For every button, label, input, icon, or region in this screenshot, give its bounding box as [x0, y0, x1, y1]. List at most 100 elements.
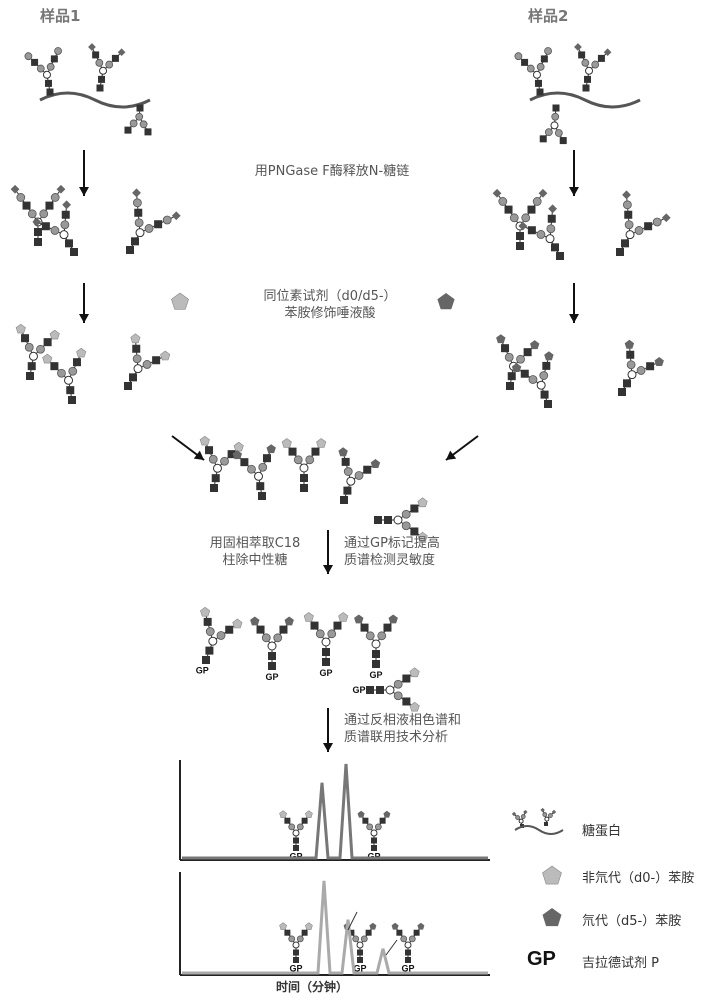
- d5-pentagon: [284, 616, 294, 626]
- hexnac-square: [72, 358, 81, 367]
- hexnac-square: [65, 239, 73, 248]
- hex-circle: [132, 198, 142, 208]
- hex-circle: [16, 193, 26, 202]
- arrow-head: [446, 450, 457, 460]
- hexnac-square: [227, 450, 236, 459]
- pointer-line: [347, 911, 358, 931]
- hex-circle: [526, 64, 535, 73]
- hex-circle: [516, 354, 525, 364]
- mannose-circle: [292, 829, 300, 837]
- hex-circle: [296, 823, 304, 831]
- glycan: [492, 188, 548, 250]
- hex-circle: [132, 354, 142, 364]
- d5-pentagon: [654, 357, 664, 366]
- arrow-head: [193, 450, 204, 460]
- hexnac-square: [262, 454, 271, 463]
- hexnac-square: [527, 205, 536, 214]
- glycan: [88, 43, 126, 92]
- protein-backbone: [39, 91, 151, 109]
- glycan: [511, 351, 554, 408]
- glycoprotein: [529, 91, 641, 109]
- mannose-circle: [627, 370, 637, 380]
- d5-pentagon: [391, 922, 399, 930]
- step-isotope-label-2: 苯胺修饰唾液酸: [284, 306, 376, 321]
- mannose-circle: [625, 230, 635, 240]
- hex-circle: [393, 691, 403, 701]
- hex-circle: [624, 220, 634, 230]
- mannose-circle: [393, 515, 403, 525]
- hex-circle: [134, 218, 144, 228]
- hexnac-square: [284, 817, 291, 824]
- glycan: [42, 347, 87, 404]
- d0-pentagon: [338, 612, 349, 622]
- hexnac-square: [154, 220, 163, 229]
- hexnac-square: [268, 662, 276, 670]
- legend-glycoprotein-icon: [514, 825, 564, 835]
- d0-pentagon: [409, 701, 420, 712]
- hex-circle: [105, 60, 114, 69]
- hexnac-square: [301, 929, 308, 936]
- neuac-diamond: [523, 809, 528, 815]
- gp-tag: GP: [289, 851, 302, 861]
- hex-circle: [377, 631, 387, 641]
- hex-circle: [50, 193, 60, 202]
- neuac-diamond: [540, 807, 545, 813]
- hexnac-square: [402, 697, 411, 706]
- hexnac-square: [584, 75, 592, 83]
- hexnac-square: [205, 446, 214, 455]
- hex-circle: [400, 935, 408, 943]
- arrow-head: [79, 187, 89, 196]
- step-gp-label-1: 通过GP标记提高: [344, 536, 440, 551]
- d5-pentagon: [266, 444, 276, 454]
- hexnac-square: [21, 334, 30, 343]
- sample1-label: 样品1: [40, 7, 81, 25]
- hex-circle: [521, 213, 531, 223]
- d5-pentagon: [338, 447, 348, 457]
- neuac-diamond: [538, 188, 548, 198]
- neuac-diamond: [548, 204, 558, 214]
- hexnac-square: [410, 527, 419, 536]
- hexnac-square: [256, 482, 265, 491]
- neuac-diamond: [551, 809, 557, 815]
- hexnac-square: [501, 344, 510, 353]
- hexnac-square: [516, 242, 524, 250]
- mannose-circle: [133, 364, 143, 374]
- chromatogram: [179, 760, 490, 976]
- hexnac-square: [402, 674, 411, 683]
- hexnac-square: [225, 625, 234, 634]
- mannose-circle: [321, 637, 331, 647]
- d0-pentagon: [417, 531, 428, 542]
- hex-circle: [205, 627, 215, 636]
- hexnac-square: [68, 396, 76, 404]
- hexnac-square: [50, 55, 58, 63]
- hex-circle: [288, 823, 296, 831]
- hex-circle: [528, 375, 538, 384]
- neuac-diamond: [603, 48, 612, 57]
- hex-circle: [542, 812, 548, 817]
- mannose-circle: [371, 639, 381, 649]
- d5-pentagon-icon: [437, 293, 455, 310]
- mannose-circle: [212, 463, 222, 473]
- hexnac-square: [521, 58, 529, 66]
- glycan: [15, 323, 60, 380]
- hexnac-square: [542, 361, 551, 370]
- hex-circle: [544, 47, 552, 55]
- neuac-diamond: [661, 213, 671, 223]
- mannose-circle: [346, 476, 356, 486]
- hex-circle: [293, 455, 303, 465]
- hex-circle: [352, 935, 360, 943]
- d0-pentagon: [232, 618, 243, 629]
- hexnac-square: [506, 382, 514, 390]
- hexnac-square: [376, 686, 384, 694]
- hex-circle: [498, 197, 508, 206]
- neuac-diamond: [88, 43, 96, 51]
- legend-gp-symbol: GP: [527, 948, 556, 970]
- hexnac-square: [539, 135, 547, 143]
- legend-label-glycoprotein: 糖蛋白: [582, 824, 622, 839]
- hexnac-square: [362, 817, 369, 824]
- hex-circle: [46, 62, 55, 71]
- hexnac-square: [556, 252, 564, 260]
- glycan: [281, 438, 327, 492]
